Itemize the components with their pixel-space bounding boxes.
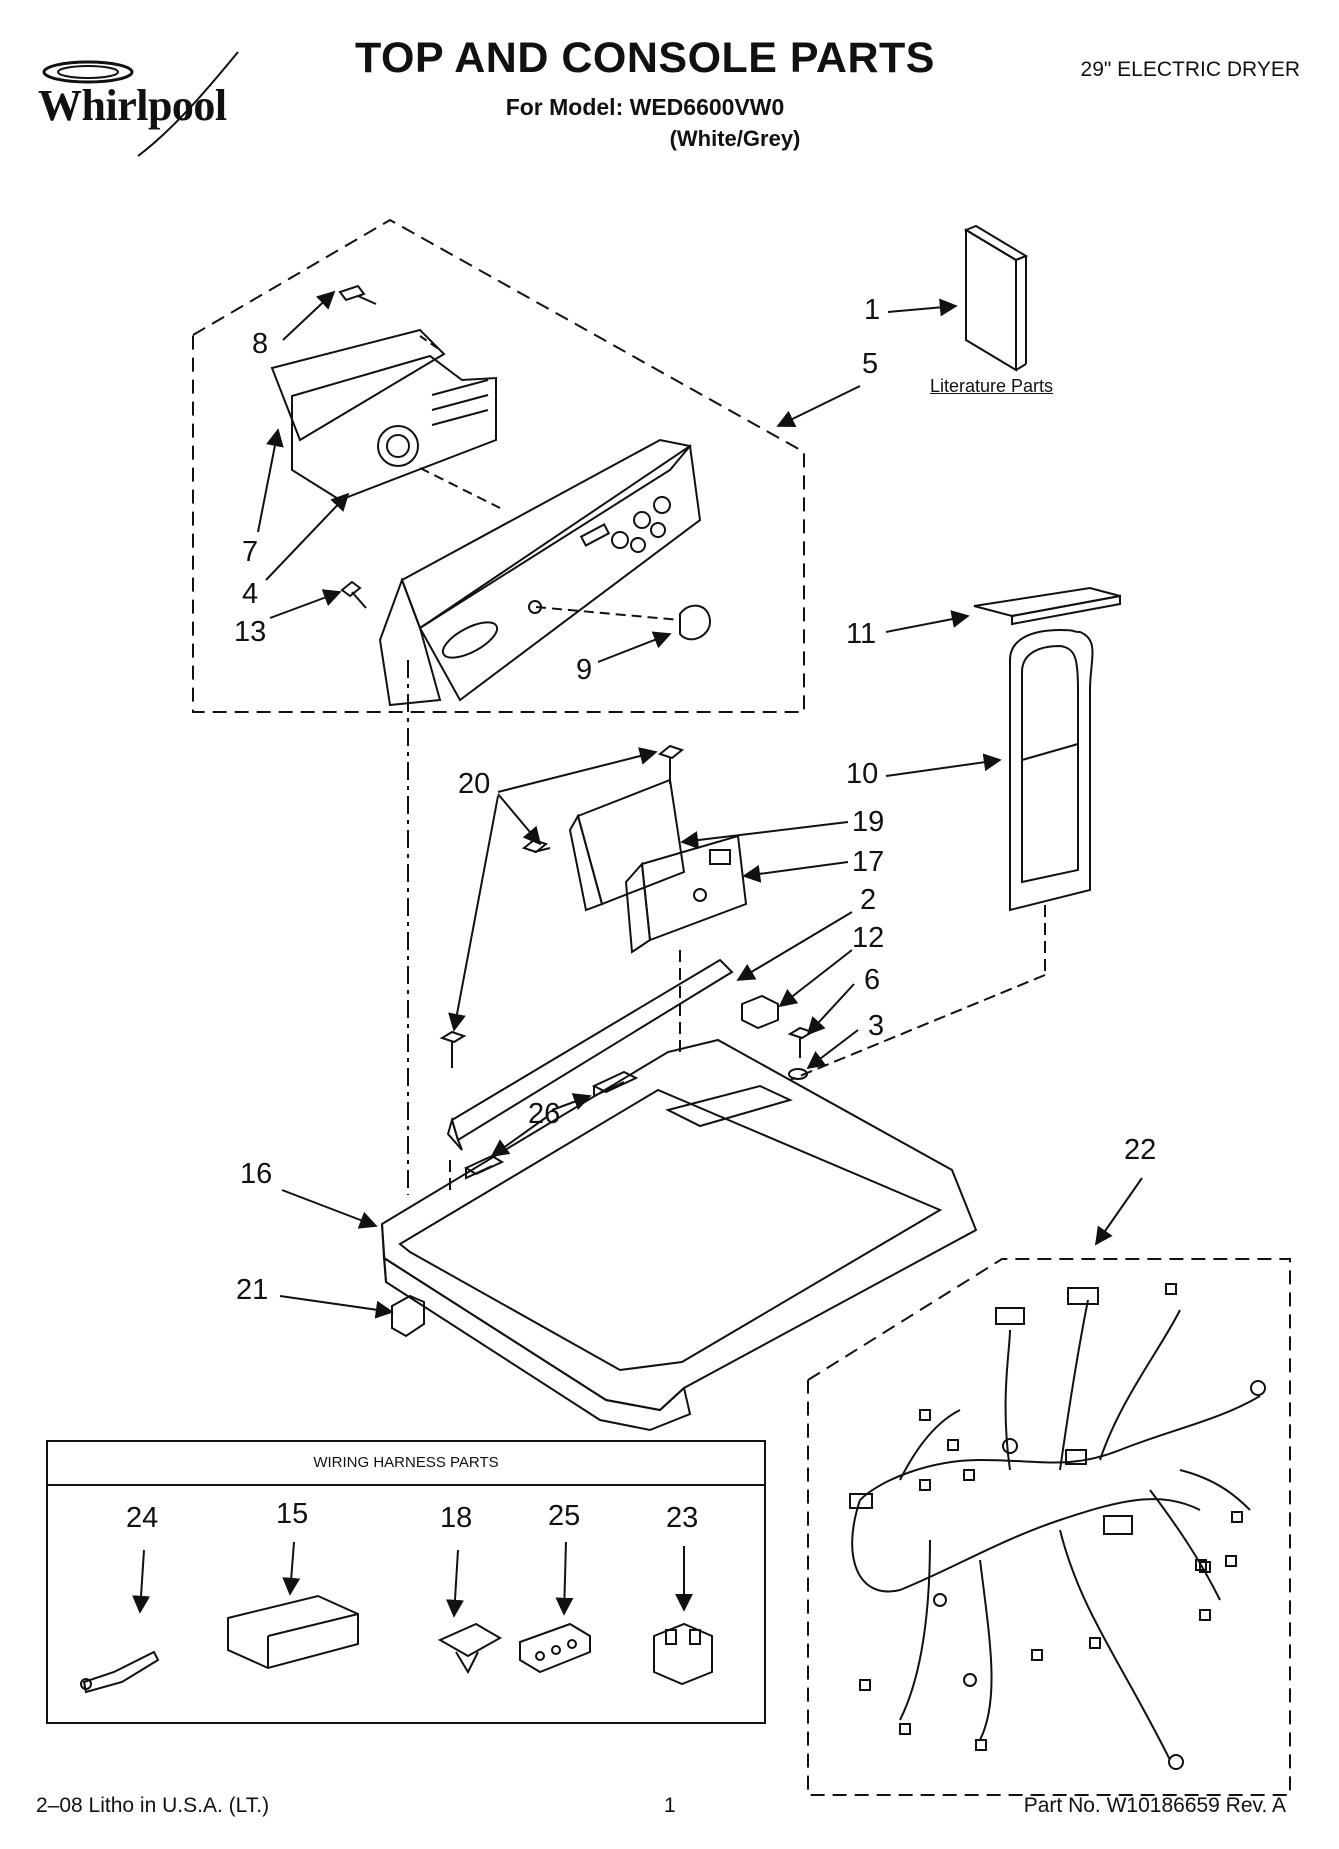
footer-litho: 2–08 Litho in U.S.A. (LT.) — [36, 1794, 270, 1817]
model-number: For Model: WED6600VW0 — [505, 94, 785, 120]
three-pin-plug-part — [519, 1622, 591, 1674]
literature-parts-label: Literature Parts — [930, 376, 1054, 396]
literature-booklet — [965, 228, 1017, 372]
callout-17: 17 — [852, 846, 885, 878]
callout-16: 16 — [240, 1158, 273, 1190]
callout-7: 7 — [242, 536, 259, 568]
control-board — [291, 354, 497, 502]
callout-11: 11 — [846, 618, 877, 650]
callout-8: 8 — [252, 328, 269, 360]
callout-1: 1 — [864, 294, 881, 326]
callout-9: 9 — [576, 654, 593, 686]
product-type: 29" ELECTRIC DRYER — [1080, 58, 1300, 81]
console-hinge-strip — [450, 958, 734, 1142]
knob — [679, 604, 712, 641]
callout-24: 24 — [126, 1502, 159, 1534]
callout-23: 23 — [666, 1502, 699, 1534]
lint-screen-cover — [973, 586, 1121, 618]
callout-6: 6 — [864, 964, 881, 996]
terminal-part — [82, 1650, 160, 1694]
push-clip-part — [437, 1622, 503, 1658]
callout-21: 21 — [236, 1274, 269, 1306]
whirlpool-swirl-icon — [42, 51, 239, 157]
callout-26: 26 — [528, 1098, 561, 1130]
mounting-bracket — [576, 778, 686, 906]
wiring-harness — [849, 1283, 1266, 1770]
cable-clip — [741, 994, 779, 1030]
harness-group-boundary — [807, 1258, 1291, 1796]
callout-10: 10 — [846, 758, 879, 790]
callout-15: 15 — [276, 1498, 309, 1530]
callout-13: 13 — [234, 616, 267, 648]
footer-page-number: 1 — [664, 1794, 676, 1817]
brand-name: Whirlpool — [38, 81, 227, 130]
wiring-harness-divider — [46, 1484, 766, 1486]
hinge-clip — [391, 1294, 425, 1338]
callout-20: 20 — [458, 768, 491, 800]
control-bracket — [270, 328, 446, 442]
console-end-cap — [378, 577, 442, 707]
callout-25: 25 — [548, 1500, 581, 1532]
page-title: TOP AND CONSOLE PARTS — [355, 34, 935, 82]
callout-3: 3 — [868, 1010, 885, 1042]
lint-screen — [1009, 628, 1094, 912]
callout-18: 18 — [440, 1502, 473, 1534]
console-group-boundary — [192, 218, 805, 713]
whirlpool-logo: Whirlpool — [28, 46, 278, 166]
connector-block-part — [227, 1594, 359, 1670]
callout-22: 22 — [1124, 1134, 1157, 1166]
console-panel-top — [400, 438, 692, 630]
callout-4: 4 — [242, 578, 259, 610]
wiring-harness-parts-box — [46, 1440, 766, 1724]
callout-2: 2 — [860, 884, 877, 916]
callout-12: 12 — [852, 922, 885, 954]
lint-opening — [665, 1084, 793, 1128]
footer-part-number: Part No. W10186659 Rev. A — [1023, 1794, 1286, 1817]
wiring-harness-parts-title: WIRING HARNESS PARTS — [313, 1454, 499, 1471]
callout-19: 19 — [852, 806, 885, 838]
callout-5: 5 — [862, 348, 879, 380]
model-color: (White/Grey) — [669, 126, 801, 151]
strain-relief-part — [653, 1622, 713, 1686]
dryer-top — [380, 1038, 978, 1412]
